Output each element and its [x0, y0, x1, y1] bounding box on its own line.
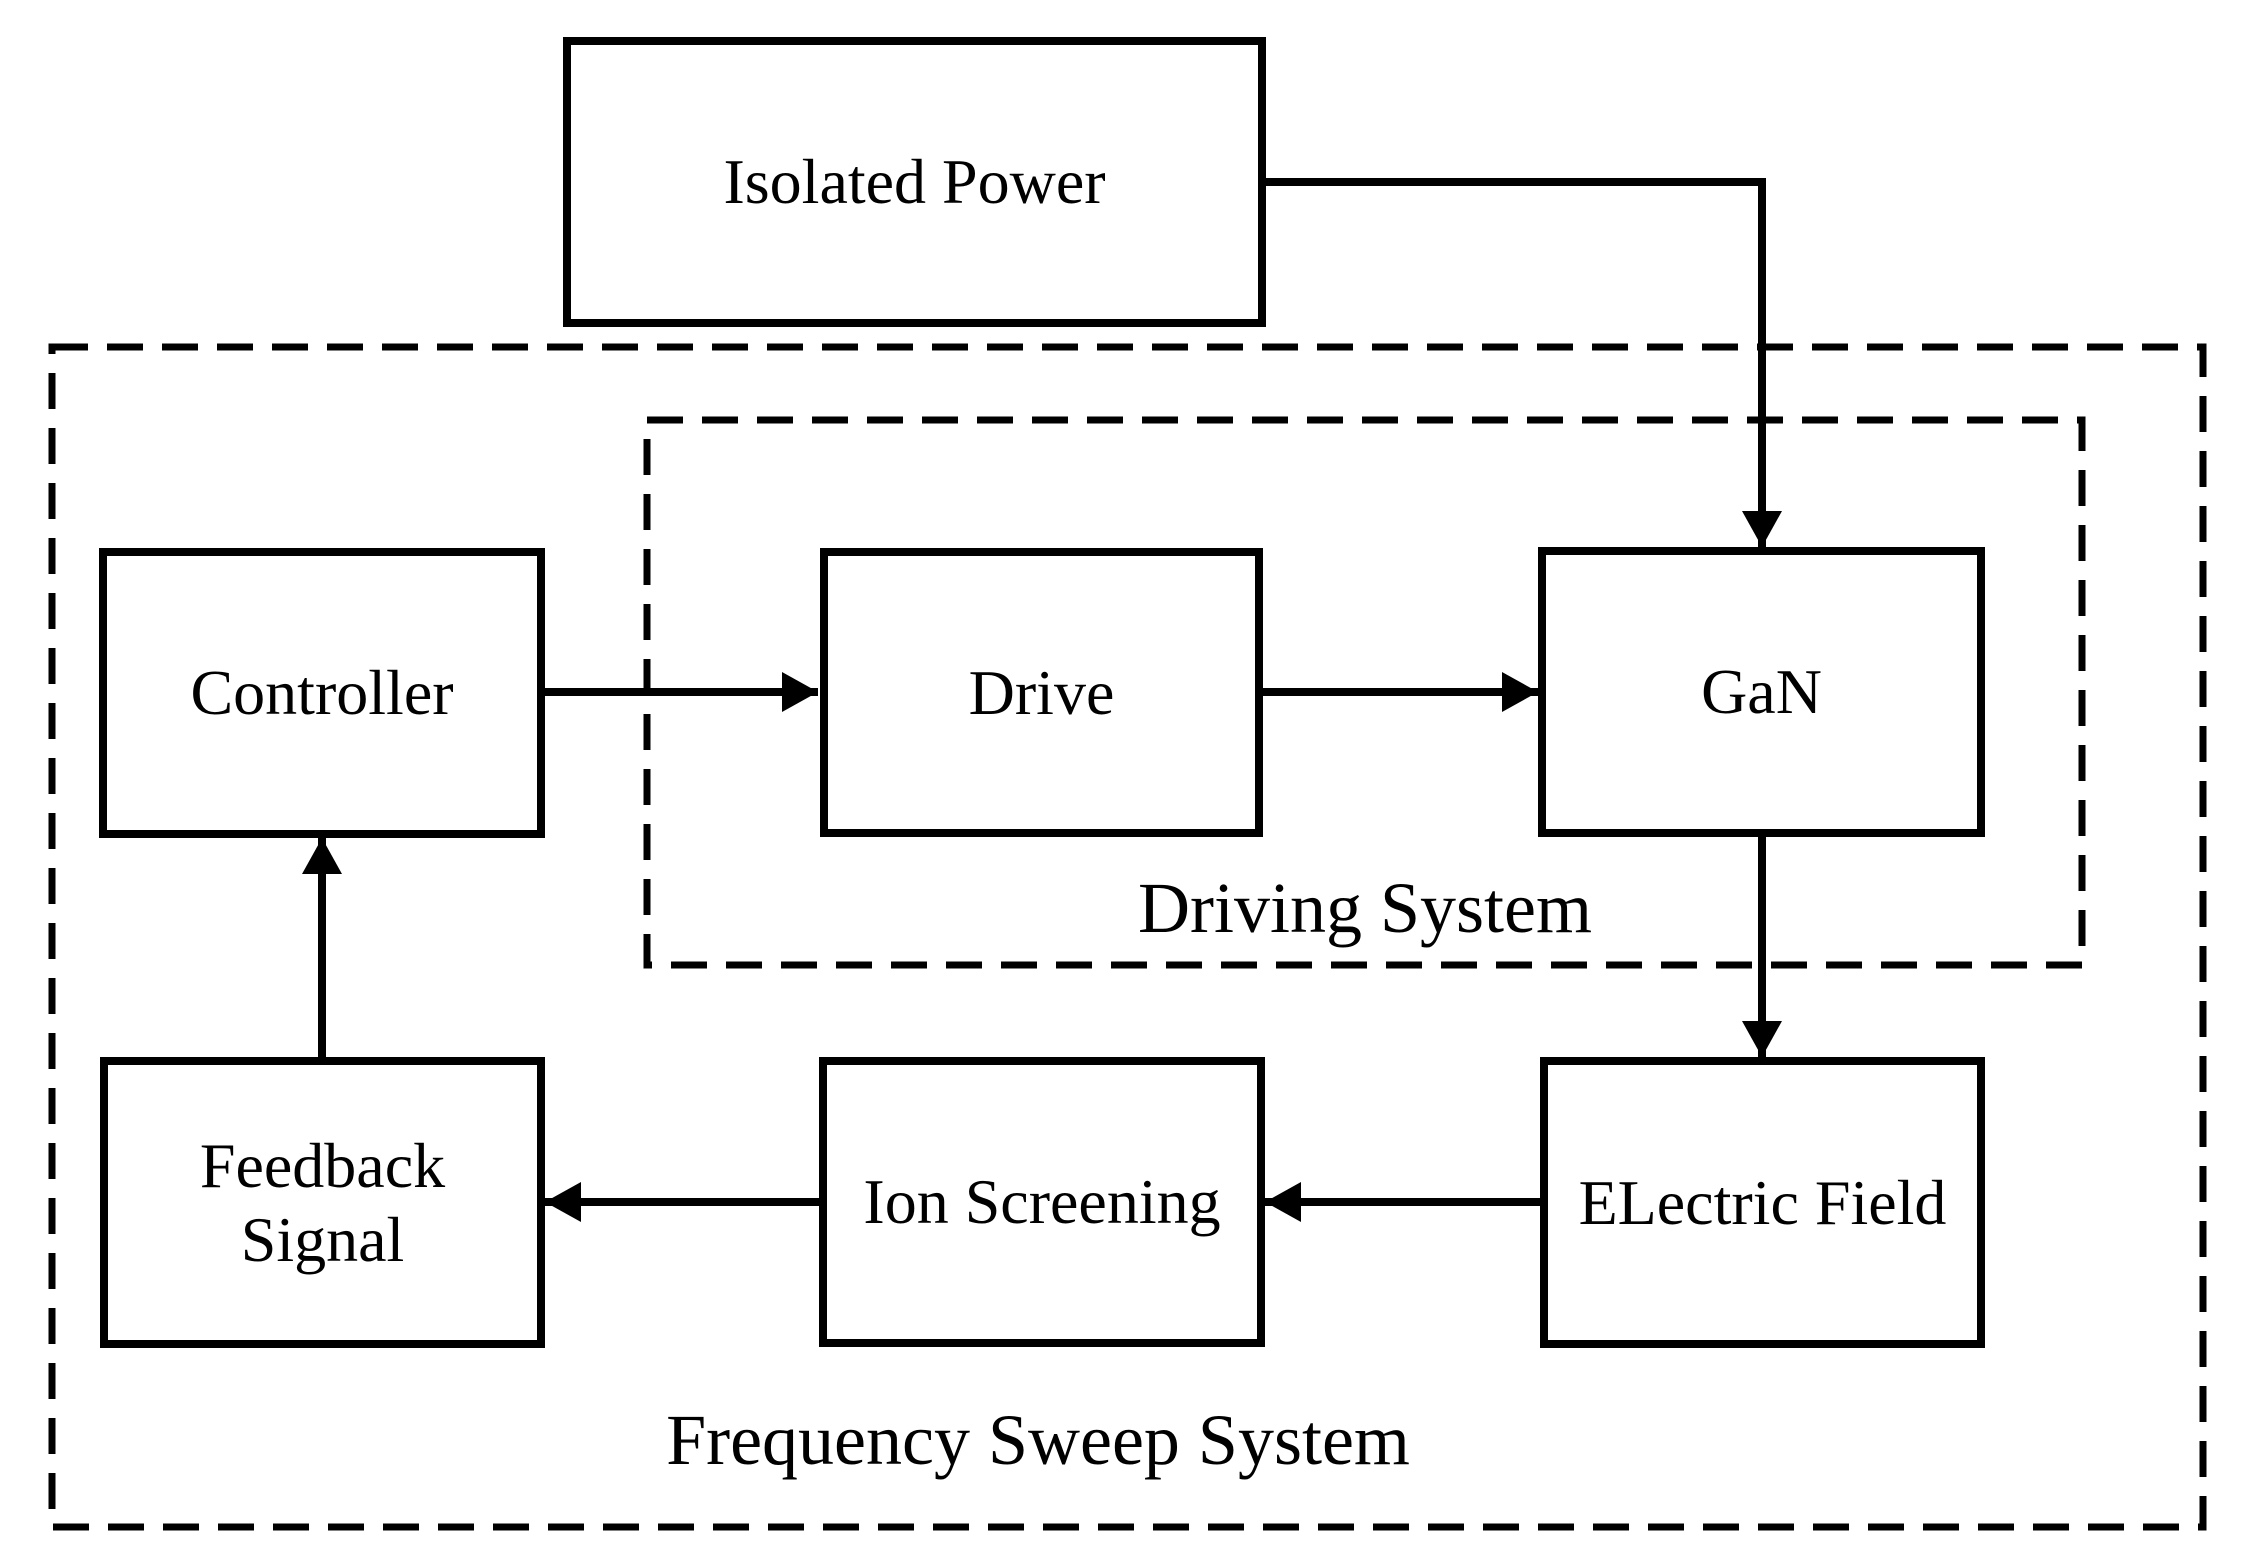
frequency-sweep-system-outline — [48, 343, 2207, 1531]
ion-screening-label: Ion Screening — [863, 1166, 1221, 1238]
ion-screening-node: Ion Screening — [819, 1057, 1265, 1347]
controller-node: Controller — [99, 548, 545, 838]
gan-node: GaN — [1538, 547, 1985, 837]
drive-label: Drive — [968, 656, 1115, 728]
isolated-power-node: Isolated Power — [563, 37, 1266, 327]
frequency-sweep-system-group-label: Frequency Sweep System — [666, 1400, 1410, 1480]
electric-field-node: ELectric Field — [1540, 1057, 1985, 1348]
controller-label: Controller — [190, 657, 454, 729]
feedback-signal-label: Feedback Signal — [199, 1129, 446, 1275]
driving-system-group-label: Driving System — [1137, 868, 1593, 948]
gan-label: GaN — [1701, 656, 1822, 728]
feedback-signal-node: Feedback Signal — [100, 1057, 545, 1348]
isolated-power-label: Isolated Power — [723, 146, 1106, 218]
electric-field-label: ELectric Field — [1578, 1166, 1947, 1238]
arrow-isolated-power-to-gan — [1266, 178, 1782, 547]
drive-node: Drive — [820, 548, 1263, 837]
